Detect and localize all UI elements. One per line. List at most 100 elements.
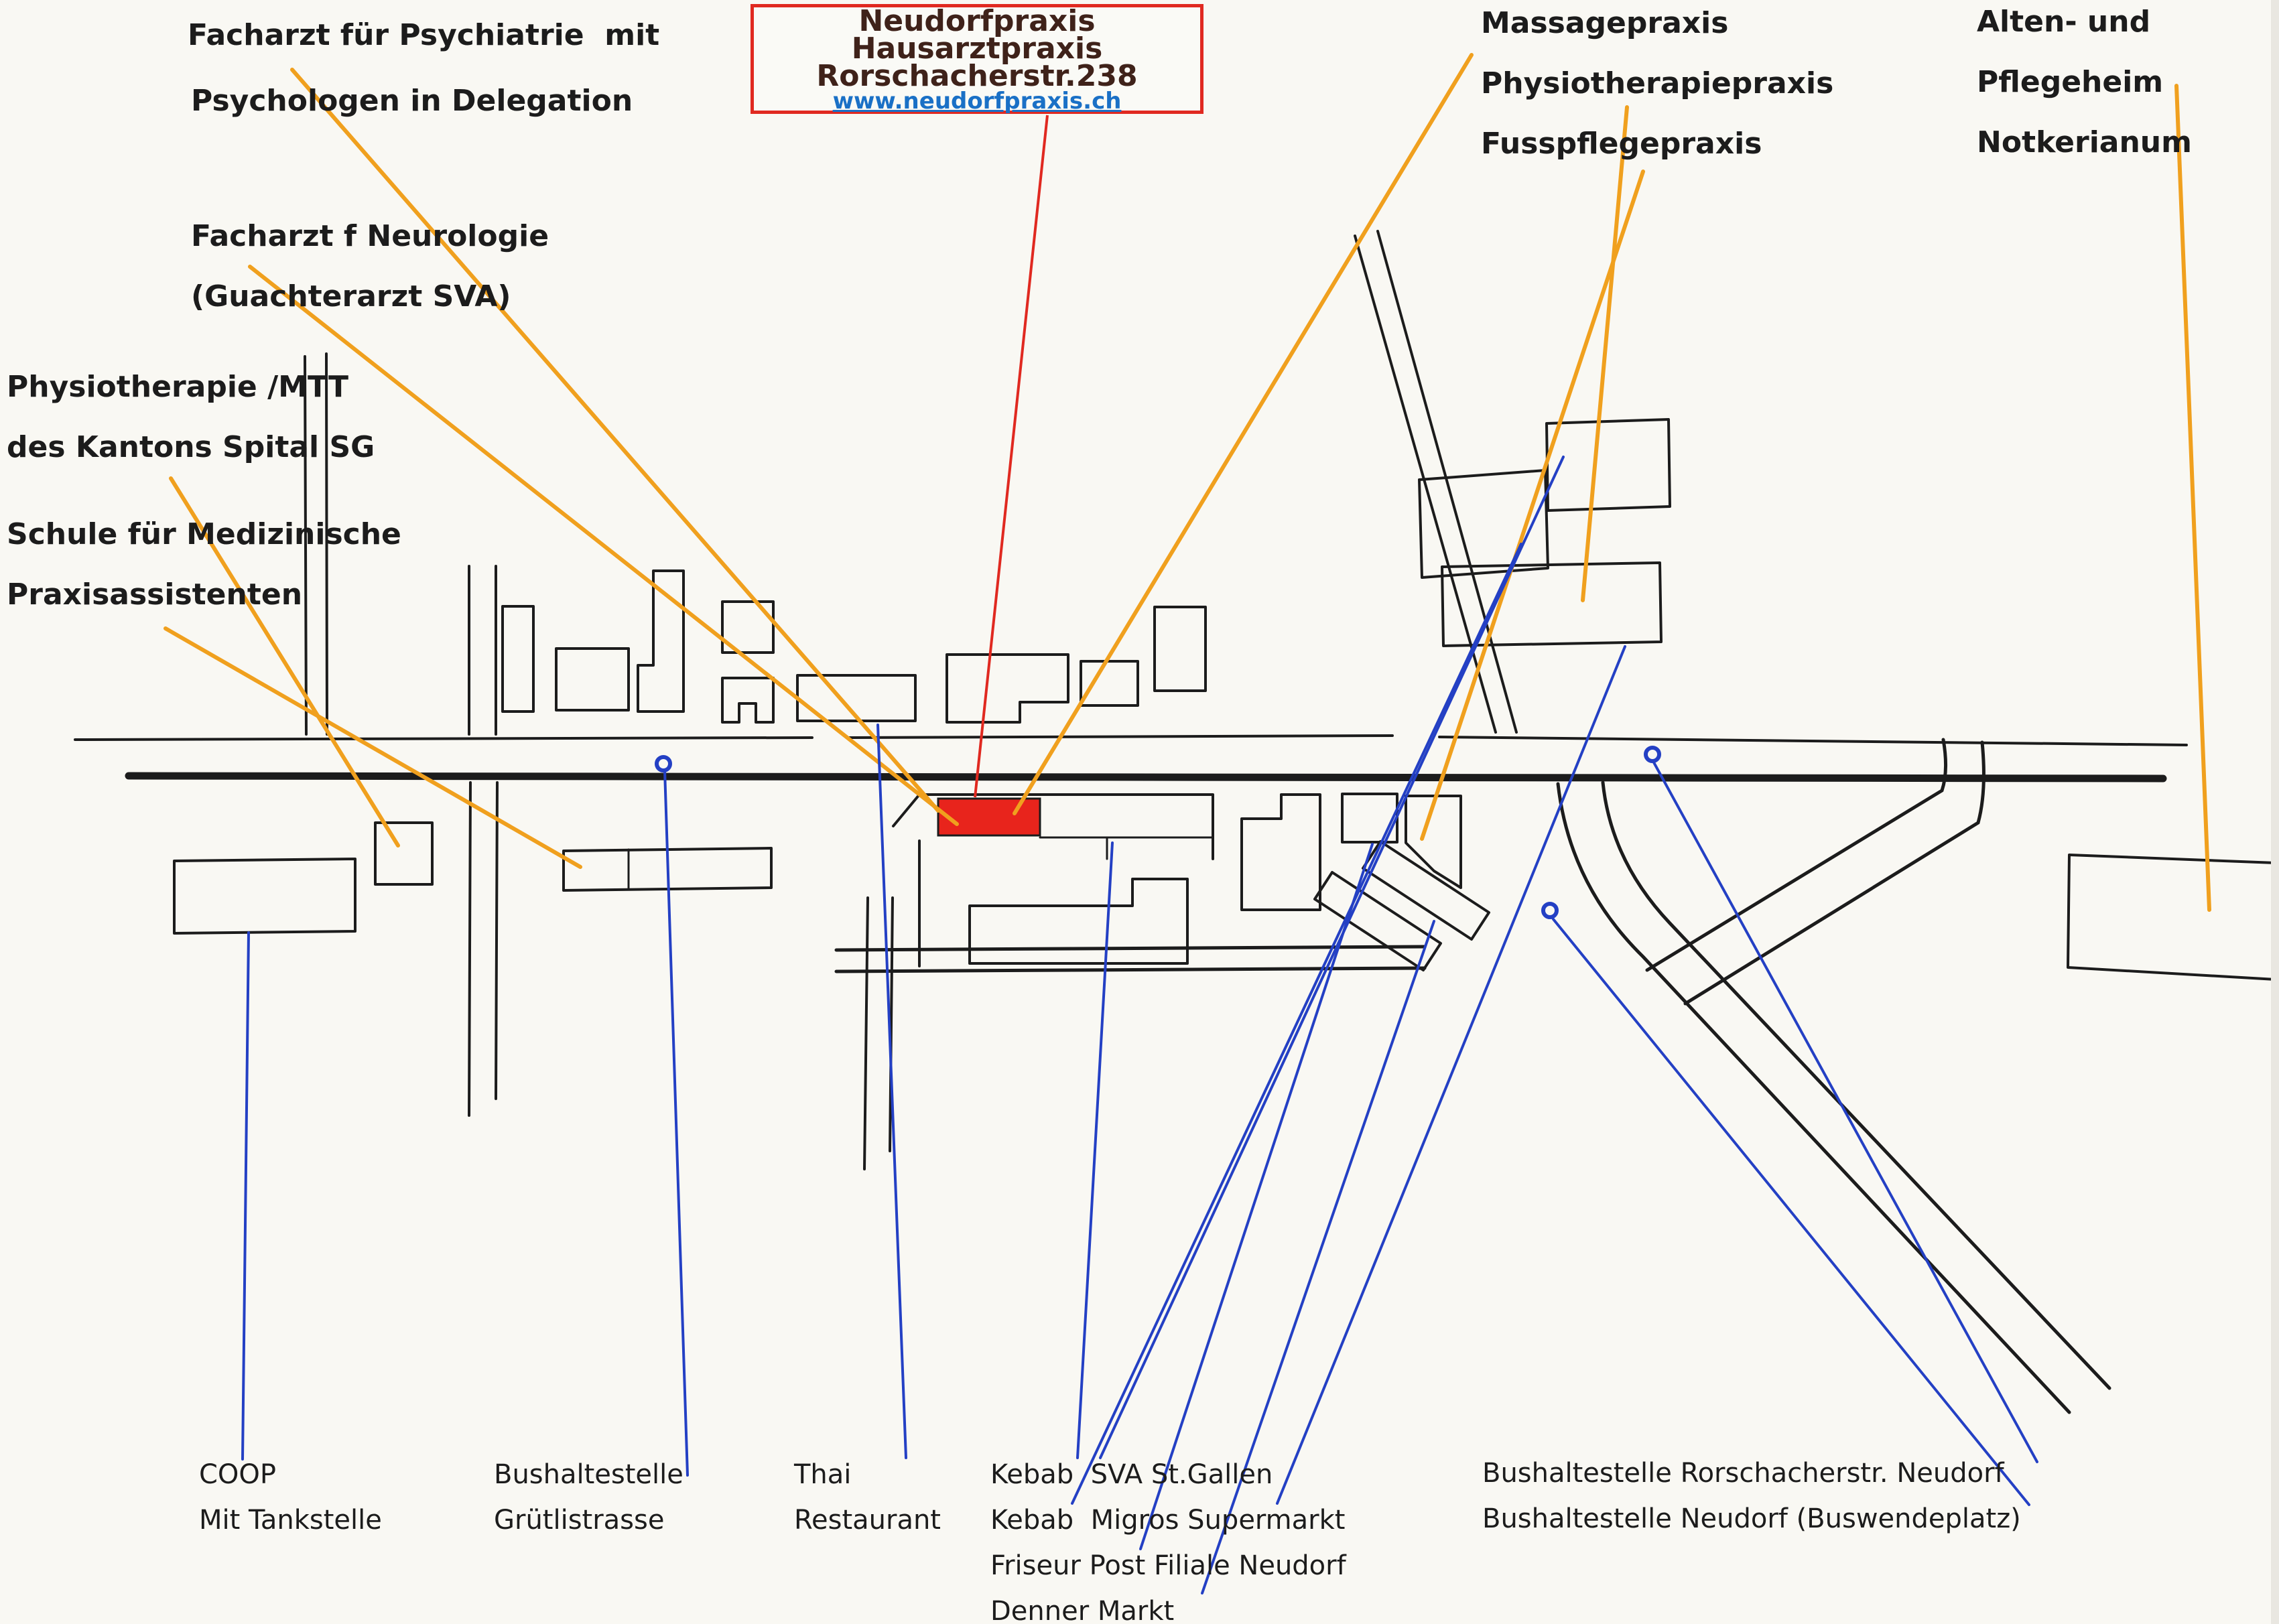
label-bushaltestelle: Bushaltestelle: [494, 1459, 683, 1490]
blue-callout-line: [1076, 841, 1114, 1459]
road-path: [1683, 740, 1985, 1006]
label-physiotherapie-mtt-line2: des Kantons Spital SG: [7, 430, 375, 464]
label-mit-tankstelle: Mit Tankstelle: [199, 1505, 382, 1536]
label-coop: COOP: [199, 1459, 277, 1490]
blue-callout-lines-group: [241, 456, 2038, 1595]
label-bushaltestelle-rorschacherstr: Bushaltestelle Rorschacherstr. Neudorf: [1482, 1458, 2004, 1489]
road-line: [848, 734, 1394, 739]
label-fusspflegepraxis: Fusspflegepraxis: [1481, 127, 1762, 161]
label-schule-line1: Schule für Medizinische: [7, 517, 401, 551]
praxis-building-red: [937, 797, 1041, 837]
label-bushaltestelle-buswendeplatz: Bushaltestelle Neudorf (Buswendeplatz): [1482, 1503, 2021, 1534]
label-facharzt-psychiatrie-line2: Psychologen in Delegation: [191, 84, 633, 118]
label-denner-markt: Denner Markt: [990, 1596, 1175, 1624]
orange-callout-line: [1013, 53, 1474, 815]
label-massagepraxis: Massagepraxis: [1481, 6, 1729, 40]
label-facharzt-neurologie-line1: Facharzt f Neurologie: [191, 219, 549, 253]
road-line: [1438, 736, 2188, 746]
road-line: [468, 781, 472, 1117]
blue-callout-line: [1552, 918, 2030, 1506]
praxis-title-box: Neudorfpraxis Hausarztpraxis Rorschacher…: [751, 4, 1203, 114]
road-line: [495, 781, 499, 1100]
label-facharzt-neurologie-line2: (Guachterarzt SVA): [191, 279, 511, 314]
blue-callout-line: [1276, 645, 1626, 1505]
road-line: [1354, 234, 1497, 734]
building-outline: [501, 605, 535, 713]
road-path: [1601, 781, 2111, 1390]
road-line: [1376, 230, 1518, 734]
road-line: [834, 966, 1427, 973]
label-physiotherapiepraxis: Physiotherapiepraxis: [1481, 66, 1834, 100]
blue-callout-line: [1652, 761, 2038, 1463]
blue-callout-line: [241, 931, 250, 1461]
road-line: [863, 896, 869, 1170]
blue-callout-line: [663, 769, 689, 1477]
road-line: [125, 772, 2167, 783]
building-outline: [1362, 840, 1490, 941]
building-outline: [1441, 561, 1663, 647]
building-outline: [1313, 871, 1442, 971]
road-path: [1556, 782, 2071, 1414]
orange-callout-line: [248, 265, 959, 826]
bus-stop-circle-icon: [1644, 746, 1661, 763]
building-outline-path: [892, 793, 1214, 860]
blue-callout-line: [1139, 843, 1374, 1550]
orange-callout-line: [164, 626, 582, 869]
praxis-marker-group: [937, 115, 1049, 837]
building-outline: [1341, 793, 1398, 843]
building-outline: [946, 653, 1069, 724]
road-line: [325, 352, 328, 736]
buildings-group: [173, 418, 2277, 981]
building-outline: [1545, 418, 1671, 512]
building-outline: [1240, 793, 1321, 911]
label-pflegeheim: Pflegeheim: [1977, 65, 2164, 99]
blue-callout-line: [1201, 920, 1435, 1595]
blue-callout-line: [1071, 543, 1522, 1505]
orange-callout-line: [1581, 105, 1629, 602]
building-outline: [1153, 606, 1207, 692]
building-outline: [1418, 469, 1549, 579]
label-thai: Thai: [794, 1459, 852, 1490]
label-alten-und: Alten- und: [1977, 5, 2151, 39]
bus-stop-circle-icon: [1541, 902, 1559, 919]
blue-callout-line: [1099, 456, 1565, 1459]
label-physiotherapie-mtt-line1: Physiotherapie /MTT: [7, 370, 348, 404]
label-facharzt-psychiatrie-line1: Facharzt für Psychiatrie mit: [188, 18, 660, 52]
orange-callout-line: [1420, 170, 1645, 841]
label-kebab-migros: Kebab Migros Supermarkt: [990, 1505, 1346, 1536]
building-outline: [173, 858, 356, 935]
road-path: [1645, 738, 1948, 972]
orange-callout-line: [290, 68, 940, 813]
building-outline: [555, 647, 630, 712]
orange-callout-line: [2174, 84, 2211, 912]
label-kebab-sva: Kebab SVA St.Gallen: [990, 1459, 1273, 1490]
building-outline: [2067, 854, 2277, 981]
building-outline: [637, 569, 685, 713]
praxis-website-link: www.neudorfpraxis.ch: [832, 88, 1122, 115]
label-notkerianum: Notkerianum: [1977, 125, 2192, 159]
scan-edge-shadow: [2271, 0, 2279, 1624]
building-outline: [721, 677, 775, 724]
blue-callout-line: [876, 724, 907, 1459]
label-friseur-post: Friseur Post Filiale Neudorf: [990, 1550, 1346, 1581]
building-outline: [1405, 795, 1462, 889]
bus-stop-markers-group: [655, 746, 1661, 919]
label-restaurant: Restaurant: [794, 1505, 941, 1536]
orange-callout-lines-group: [164, 53, 2211, 912]
building-outline: [374, 821, 434, 886]
praxis-title-line3: Rorschacherstr.238: [816, 59, 1138, 93]
road-line: [74, 736, 813, 741]
orange-callout-line: [169, 476, 400, 848]
road-line: [304, 355, 308, 736]
bus-stop-circle-icon: [655, 755, 672, 772]
building-outline-path: [968, 878, 1189, 965]
praxis-title-line1: Neudorfpraxis: [858, 4, 1096, 38]
road-line: [889, 896, 894, 1152]
building-outline: [562, 847, 773, 892]
building-outline: [796, 674, 917, 722]
road-line: [834, 945, 1427, 952]
praxis-title-line2: Hausarztpraxis: [851, 31, 1103, 66]
building-outline: [1080, 660, 1139, 707]
